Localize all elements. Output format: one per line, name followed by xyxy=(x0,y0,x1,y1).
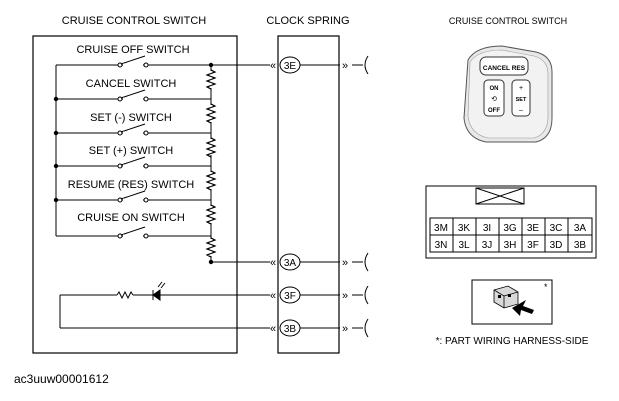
terminal-3e-label: 3E xyxy=(284,61,297,72)
set-button xyxy=(511,79,531,117)
pin-3b: 3B xyxy=(574,240,587,251)
terminal-3f-label: 3F xyxy=(284,291,296,302)
switch-label-set-plus: SET (+) SWITCH xyxy=(89,145,173,157)
illumination-resistor xyxy=(116,290,134,300)
pin-3n: 3N xyxy=(435,240,448,251)
terminal-3b-label: 3B xyxy=(284,324,297,335)
pin-3l: 3L xyxy=(458,240,470,251)
led-icon xyxy=(152,281,166,301)
svg-text:«: « xyxy=(270,60,276,72)
switch-label-cruise-on: CRUISE ON SWITCH xyxy=(77,212,185,224)
arrow-icon xyxy=(512,300,534,316)
switch-cancel-symbol xyxy=(117,89,149,102)
pin-3a: 3A xyxy=(574,223,587,234)
set-label: SET xyxy=(516,97,527,103)
svg-text:«: « xyxy=(270,290,276,302)
pin-3m: 3M xyxy=(434,223,448,234)
svg-text:»: » xyxy=(342,290,348,302)
switch-set-minus-symbol xyxy=(117,123,149,136)
terminal-3b: « 3B » xyxy=(270,318,369,338)
switch-box-title: CRUISE CONTROL SWITCH xyxy=(62,15,206,27)
harness-asterisk: * xyxy=(544,282,548,292)
switch-box xyxy=(32,35,238,354)
svg-text:»: » xyxy=(342,257,348,269)
svg-text:«: « xyxy=(270,323,276,335)
terminal-3e: « 3E » xyxy=(270,55,369,75)
terminal-3a: « 3A » xyxy=(270,252,369,272)
switch-set-plus-symbol xyxy=(117,156,149,169)
switch-gaps xyxy=(123,63,143,238)
harness-inset: * xyxy=(471,279,553,325)
cancel-res-button-label: CANCEL RES xyxy=(483,65,526,72)
switch-resume-symbol xyxy=(117,190,149,203)
switch-cruise-on-symbol xyxy=(117,226,149,239)
connector-plug-icon xyxy=(493,285,519,309)
on-button-label: ON xyxy=(490,86,499,92)
switch-label-cancel: CANCEL SWITCH xyxy=(86,78,177,90)
connector-illustration: 3M 3K 3I 3G 3E 3C 3A 3N 3L 3J 3H 3F 3D 3… xyxy=(425,185,597,259)
off-button-label: OFF xyxy=(488,108,500,114)
on-off-button xyxy=(483,79,505,117)
switch-label-set-minus: SET (-) SWITCH xyxy=(90,112,172,124)
switch-label-resume: RESUME (RES) SWITCH xyxy=(68,179,195,191)
resistor-ladder-redraw xyxy=(205,69,217,258)
svg-text:»: » xyxy=(342,323,348,335)
switch-label-cruise-off: CRUISE OFF SWITCH xyxy=(76,44,189,56)
cruise-icon: ⟲ xyxy=(491,96,497,103)
pin-3k: 3K xyxy=(458,223,471,234)
pin-3e: 3E xyxy=(527,223,540,234)
svg-text:«: « xyxy=(270,257,276,269)
switch-cruise-off-symbol xyxy=(117,55,149,68)
set-plus-label: + xyxy=(519,85,523,92)
figure-id: ac3uuw00001612 xyxy=(14,372,109,386)
clock-spring-box xyxy=(277,35,340,354)
pin-3i: 3I xyxy=(483,223,491,234)
view-title: CRUISE CONTROL SWITCH xyxy=(449,16,567,26)
harness-note: *: PART WIRING HARNESS-SIDE xyxy=(436,336,589,347)
clock-spring-title: CLOCK SPRING xyxy=(266,15,349,27)
terminal-3a-label: 3A xyxy=(284,258,297,269)
pin-3f: 3F xyxy=(527,240,539,251)
pin-3c: 3C xyxy=(550,223,563,234)
svg-text:»: » xyxy=(342,60,348,72)
main-wiring xyxy=(55,64,270,263)
pin-3d: 3D xyxy=(550,240,563,251)
terminal-3f: « 3F » xyxy=(270,285,369,305)
pin-3j: 3J xyxy=(482,240,493,251)
harness-inset-frame xyxy=(471,279,553,325)
junction-dots xyxy=(53,62,214,265)
illumination-circuit xyxy=(59,281,270,329)
pin-3g: 3G xyxy=(503,223,517,234)
set-minus-label: – xyxy=(519,107,523,114)
cancel-res-button xyxy=(479,56,529,76)
switch-symbols xyxy=(117,55,149,239)
steering-switch-illustration: CANCEL RES ON ⟲ OFF + SET – xyxy=(463,45,553,143)
pin-3h: 3H xyxy=(504,240,517,251)
